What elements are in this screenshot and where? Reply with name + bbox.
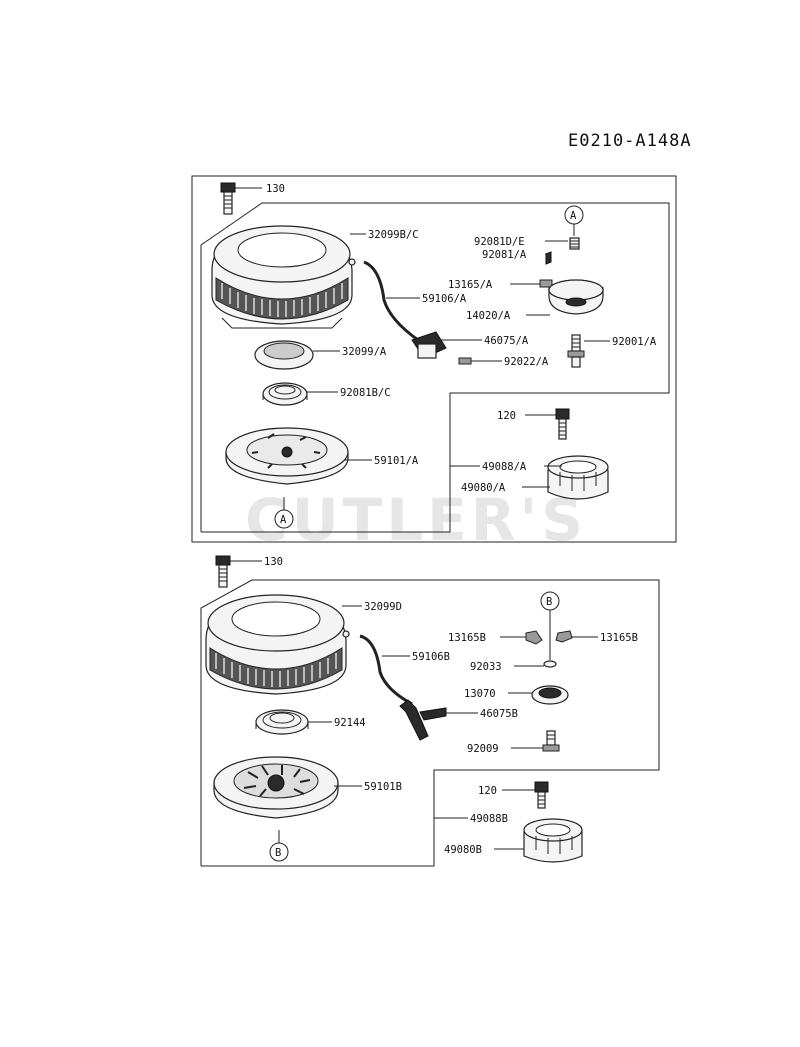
label-130-b: 130 [264, 556, 283, 568]
label-13070: 13070 [464, 688, 496, 700]
svg-text:B: B [546, 596, 552, 608]
spring-a [262, 382, 308, 406]
label-49088-a: 49088/A [482, 461, 527, 473]
rope-a [363, 260, 419, 342]
label-120-b: 120 [478, 785, 497, 797]
section-a-leaders [235, 187, 610, 488]
reel-a [225, 427, 349, 485]
label-59101b: 59101B [364, 781, 402, 793]
bolt-130-b [215, 555, 231, 588]
label-49080-a: 49080/A [461, 482, 506, 494]
svg-text:A: A [570, 210, 577, 222]
label-92009: 92009 [467, 743, 499, 755]
reel-b [213, 756, 339, 819]
label-32099b-c: 32099B/C [368, 229, 419, 241]
label-120-a: 120 [497, 410, 516, 422]
bolt-92009-b [542, 730, 560, 752]
guide-a [548, 279, 604, 315]
section-b-leaders [230, 560, 598, 850]
spring-b [255, 709, 309, 735]
washer-b [543, 660, 557, 668]
spring-cover-a [254, 340, 314, 370]
label-92001-a: 92001/A [612, 336, 657, 348]
marker-b-bottom: B [269, 830, 289, 862]
label-46075b: 46075B [480, 708, 518, 720]
handle-b [399, 699, 447, 741]
ratchet-a [539, 279, 553, 288]
label-92144: 92144 [334, 717, 366, 729]
handle-a [411, 331, 447, 359]
guide-b [531, 685, 569, 705]
bolt-120-a [555, 408, 570, 440]
rope-b [359, 634, 413, 706]
clip-a [545, 251, 552, 265]
pin-a [458, 357, 472, 365]
bolt-130-a [220, 182, 236, 215]
label-130-a: 130 [266, 183, 285, 195]
label-92081b-c: 92081B/C [340, 387, 391, 399]
label-13165-a: 13165/A [448, 279, 493, 291]
label-59101-a: 59101/A [374, 455, 419, 467]
label-92033: 92033 [470, 661, 502, 673]
bolt-92001-a [567, 334, 585, 368]
bolt-120-b [534, 781, 549, 809]
marker-a-top: A [564, 205, 584, 236]
label-32099d: 32099D [364, 601, 402, 613]
watermark: CUTLER'S [245, 486, 587, 554]
ratchet-b-right [555, 630, 573, 643]
label-13165b-left: 13165B [448, 632, 486, 644]
label-32099-a: 32099/A [342, 346, 387, 358]
diagram-code: E0210-A148A [568, 131, 692, 151]
label-49080b: 49080B [444, 844, 482, 856]
label-46075-a: 46075/A [484, 335, 529, 347]
svg-text:A: A [280, 514, 287, 526]
label-92081d-e: 92081D/E [474, 236, 525, 248]
section-a-inner-frame [200, 202, 670, 533]
small-spring-a [569, 237, 580, 250]
label-13165b-right: 13165B [600, 632, 638, 644]
section-a-labels: 130 32099B/C 59106/A 32099/A 92081B/C 59… [266, 183, 657, 494]
label-92022-a: 92022/A [504, 356, 549, 368]
section-b-labels: 130 32099D 59106B 92144 59101B 13165B 13… [264, 556, 638, 856]
pulley-b [523, 818, 583, 863]
label-49088b: 49088B [470, 813, 508, 825]
label-14020-a: 14020/A [466, 310, 511, 322]
marker-b-top: B [540, 591, 560, 660]
label-92081-a: 92081/A [482, 249, 527, 261]
svg-text:B: B [275, 847, 281, 859]
pulley-a [547, 455, 609, 500]
recoil-cover-b [205, 594, 350, 695]
recoil-cover-a [211, 225, 356, 329]
section-a-frame [191, 175, 677, 543]
label-59106b: 59106B [412, 651, 450, 663]
label-59106-a: 59106/A [422, 293, 467, 305]
marker-a-bottom: A [274, 497, 294, 529]
section-b-frame [200, 579, 660, 867]
ratchet-b-left [525, 630, 543, 645]
